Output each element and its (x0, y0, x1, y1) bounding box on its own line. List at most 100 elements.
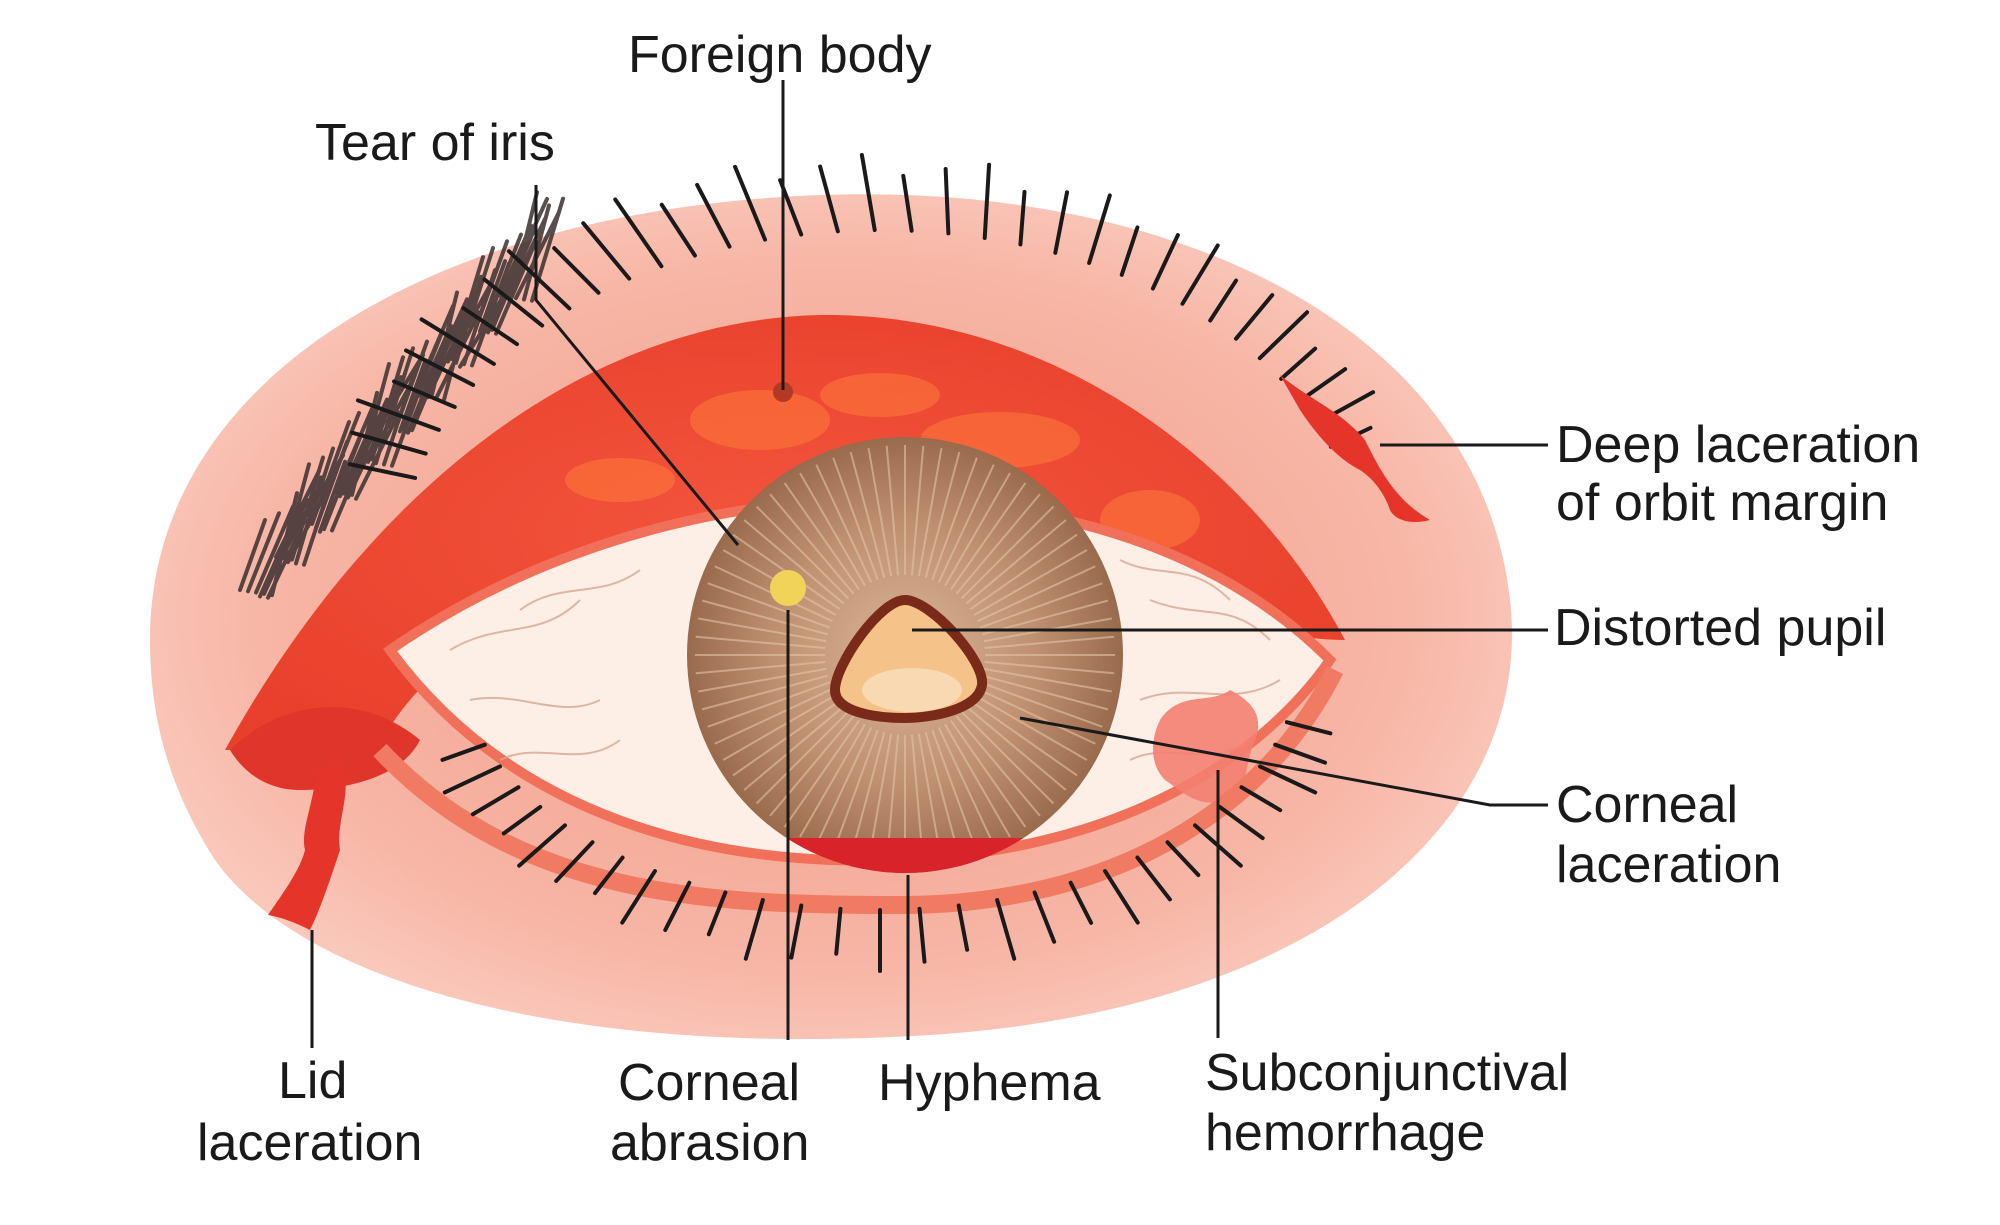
iris-fiber (950, 719, 1027, 828)
eyebrow-hair (398, 359, 427, 434)
eyelash (1257, 310, 1310, 361)
iris-fiber (977, 687, 1096, 745)
iris-fiber (965, 705, 1067, 791)
label-deep-laceration-2: of orbit margin (1556, 474, 1888, 532)
iris-fiber (695, 660, 826, 675)
iris-fiber (885, 445, 900, 576)
iris-fiber (950, 482, 1027, 591)
eyelash (943, 167, 951, 236)
iris-fiber (973, 549, 1088, 616)
label-corneal-laceration-2: laceration (1556, 836, 1781, 894)
iris-fiber (755, 710, 850, 805)
iris-fiber (977, 565, 1096, 623)
eyebrow-hair (414, 304, 455, 394)
iris-fiber (955, 493, 1041, 595)
eyelash (789, 903, 804, 960)
eyelash (995, 898, 1017, 961)
iris-fiber (917, 448, 943, 577)
eyelash (440, 742, 487, 762)
eyelash (1165, 840, 1201, 878)
iris-fiber (849, 451, 886, 578)
iris-fiber (960, 505, 1055, 600)
eyelash (1087, 193, 1112, 265)
eyelash (392, 379, 457, 409)
iris-fiber (960, 710, 1055, 805)
iris-fiber (722, 694, 837, 761)
iris-fiber (944, 723, 1011, 838)
lid-bruising (565, 373, 1200, 550)
eyelash (743, 898, 765, 961)
eyelash (834, 906, 843, 956)
iris-fiber (849, 732, 886, 859)
iris-fiber (815, 464, 873, 583)
iris-fiber (984, 635, 1115, 650)
eyelash (442, 764, 502, 795)
iris-fiber (707, 582, 831, 629)
eyelash (1239, 785, 1283, 813)
iris-fiber (931, 729, 978, 853)
iris-fiber (955, 715, 1041, 817)
eyelash (901, 173, 914, 233)
eyebrow-hair (418, 323, 453, 398)
eyebrow-hair (506, 216, 547, 299)
eyelash (659, 202, 697, 258)
eyelash (1053, 190, 1070, 255)
iris-fiber (769, 493, 855, 595)
sclera-veins (449, 559, 1281, 761)
eyelash (859, 153, 877, 233)
eyelash (404, 348, 476, 387)
iris-fibers (695, 445, 1115, 865)
eyelash (982, 162, 992, 240)
iris-fiber (944, 472, 1011, 587)
eyelash (1135, 855, 1172, 902)
iris-fiber (983, 667, 1112, 693)
iris-fiber (832, 457, 879, 581)
iris-fiber (783, 482, 860, 591)
iris-fiber (707, 681, 831, 728)
eyelash (1018, 189, 1027, 247)
label-lid-laceration-1: Lid (278, 1052, 347, 1110)
eyebrow-hair (318, 459, 347, 534)
eyelash (482, 277, 545, 328)
eyelash (663, 880, 692, 932)
eyebrow-hair (394, 339, 429, 430)
iris-fiber (867, 448, 893, 577)
eyelash (917, 906, 927, 964)
eyelash (1032, 890, 1057, 944)
lower-eyelid-rim (373, 665, 1344, 915)
iris-fiber (924, 451, 961, 578)
iris-fiber (965, 519, 1067, 605)
iris-fiber (799, 472, 866, 587)
eyebrow-hair (238, 518, 267, 592)
iris-fiber (832, 729, 879, 853)
iris-fiber (937, 727, 995, 846)
iris-fiber (984, 660, 1115, 675)
label-subconjunctival-1: Subconjunctival (1205, 1044, 1569, 1102)
eyelash (592, 855, 625, 896)
iris-fiber (695, 635, 826, 650)
eyelash (1103, 869, 1140, 925)
eyelash (461, 306, 519, 347)
eyelash (1273, 742, 1328, 765)
label-subconjunctival-2: hemorrhage (1205, 1104, 1485, 1162)
label-distorted-pupil: Distorted pupil (1554, 599, 1886, 657)
eyelash (554, 840, 595, 883)
eyelash (613, 197, 664, 269)
inner-corner-lesion (230, 707, 420, 790)
iris-fiber (969, 533, 1078, 610)
iris-fiber (701, 599, 828, 636)
orbit-margin-laceration (1280, 375, 1430, 522)
leader-lines (310, 80, 1548, 1048)
eyebrow-hair (254, 504, 295, 595)
iris-fiber (783, 719, 860, 828)
iris-fiber (743, 519, 845, 605)
iris-fiber (698, 667, 827, 693)
eyelash (419, 317, 496, 366)
iris-fiber (979, 681, 1103, 728)
eyelash (818, 164, 840, 234)
label-corneal-laceration-1: Corneal (1556, 776, 1738, 834)
label-corneal-abrasion-2: abrasion (610, 1114, 809, 1172)
eyelash (506, 249, 572, 311)
